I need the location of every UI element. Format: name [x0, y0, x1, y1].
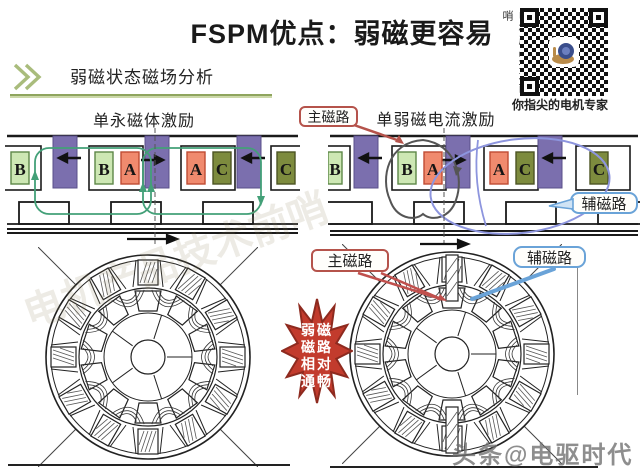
coil-label: B [14, 160, 25, 179]
coils [10, 151, 296, 185]
pm-flux-loops [34, 147, 262, 215]
burst-text: 弱磁 [301, 322, 333, 338]
coil-label: A [493, 160, 506, 179]
qr-code [520, 8, 608, 96]
qr-logo [549, 37, 579, 67]
flux-arrow-icon [31, 170, 265, 206]
aux-flux-branch [475, 139, 487, 227]
motion-arrow-icon [127, 233, 180, 245]
rotor-teeth [18, 201, 254, 225]
left-diagram-title: 单永磁体激励 [92, 113, 195, 130]
page-title: FSPM优点：弱磁更容易 [190, 19, 494, 49]
left-baseline [8, 464, 290, 466]
main-path-pointer-icon [357, 271, 447, 301]
coil-label: B [98, 160, 109, 179]
burst-text: 磁路 [301, 339, 333, 355]
qr-caption: 你指尖的电机专家 [511, 98, 608, 112]
snail-logo-icon [552, 43, 574, 64]
main-path-label-bottom: 主磁路 [311, 249, 389, 272]
coil-label: C [519, 160, 531, 179]
qr-finder-icon [520, 8, 539, 27]
right-diagram-title: 单弱磁电流激励 [376, 112, 496, 129]
main-path-label-top: 主磁路 [299, 106, 358, 127]
coil-label: B [329, 160, 340, 179]
section-heading: 弱磁状态磁场分析 [70, 68, 214, 87]
coil-label: B [401, 160, 412, 179]
aux-flux-loop [429, 137, 611, 235]
main-path-pointer-icon [353, 123, 404, 144]
left-motor-cross-section [38, 247, 258, 467]
brand-watermark: 头条@电驱时代 [452, 442, 634, 469]
coil-label: A [190, 160, 203, 179]
burst-text: 相对 [301, 356, 333, 372]
coil-label: C [280, 160, 292, 179]
coil-label: A [124, 160, 137, 179]
aux-path-label-right: 辅磁路 [570, 192, 638, 214]
section-underline [10, 94, 272, 98]
aux-path-label-bottom: 辅磁路 [513, 246, 586, 268]
coil-label: C [593, 160, 605, 179]
left-linear-motor-diagram: B B A A C C [5, 128, 300, 245]
center-magnet-hatch [445, 254, 459, 454]
motion-arrow-icon [420, 238, 471, 250]
burst-text: 通畅 [301, 373, 333, 389]
loop-arrow-icon [453, 166, 462, 176]
coil-label: C [216, 160, 228, 179]
aux-path-pointer-icon [470, 267, 556, 301]
qr-finder-icon [520, 77, 539, 96]
coil-label: A [427, 160, 440, 179]
right-motor-cross-section [342, 244, 562, 464]
chevron-right-icon [13, 63, 42, 91]
burst-callout: 弱磁 磁路 相对 通畅 [281, 298, 353, 404]
aux-path-pointer-icon [548, 197, 574, 210]
frame-line [577, 255, 578, 395]
right-linear-motor-diagram: B B A A C C [328, 128, 640, 250]
magnets [52, 135, 262, 189]
coils [328, 151, 609, 185]
qr-finder-icon [589, 8, 608, 27]
right-baseline [330, 466, 598, 468]
